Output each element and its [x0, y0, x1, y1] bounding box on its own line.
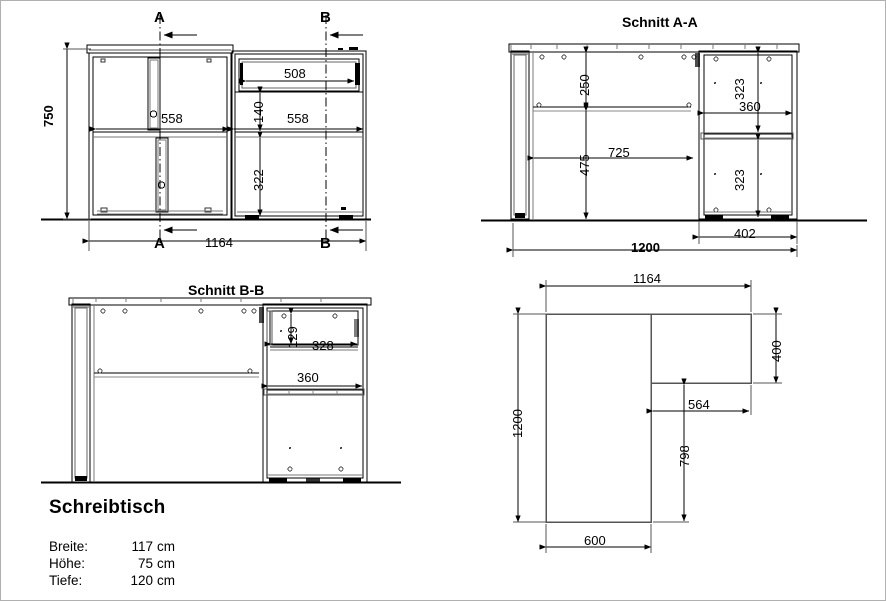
dimension-front-140: 140: [251, 101, 266, 123]
dimension-aa-360: 360: [739, 99, 761, 114]
dimension-front-322: 322: [251, 169, 266, 191]
dimension-plan-798: 798: [677, 445, 692, 467]
section-bb-geometry: [41, 297, 401, 484]
spec-label-breite: Breite:: [49, 539, 89, 554]
spec-value-tiefe: 120: [130, 573, 153, 588]
dimension-bb-129: 129: [285, 326, 300, 348]
front-dimension-lines: [63, 42, 367, 251]
dimension-aa-250: 250: [577, 74, 592, 96]
section-mark-a-bottom: A: [154, 235, 165, 252]
spec-unit-breite: cm: [157, 539, 175, 554]
front-elevation-geometry: [41, 44, 371, 221]
section-bb-dimension-lines: [261, 307, 363, 389]
section-aa-title: Schnitt A-A: [622, 14, 698, 30]
spec-unit-hoehe: cm: [157, 556, 175, 571]
dimension-plan-600: 600: [584, 533, 606, 548]
dimension-aa-725: 725: [608, 145, 630, 160]
dimension-front-508: 508: [284, 66, 306, 81]
section-aa-geometry: [481, 43, 867, 222]
dimension-bb-328: 328: [312, 338, 334, 353]
section-mark-a-top: A: [154, 9, 165, 26]
section-mark-b-bottom: B: [320, 235, 331, 252]
dimension-aa-475: 475: [577, 154, 592, 176]
section-bb-title: Schnitt B-B: [188, 282, 265, 298]
dimension-plan-1164: 1164: [633, 271, 661, 286]
dimension-front-750: 750: [41, 105, 56, 127]
front-section-arrows: [163, 31, 363, 234]
plan-view-geometry: [545, 313, 752, 523]
dimension-aa-402: 402: [734, 226, 756, 241]
dimension-front-1164: 1164: [205, 235, 233, 250]
dimension-plan-564: 564: [688, 397, 710, 412]
spec-label-tiefe: Tiefe:: [49, 573, 83, 588]
section-aa-dimension-lines: [506, 46, 798, 257]
product-title: Schreibtisch: [49, 497, 166, 518]
spec-value-hoehe: 75: [137, 556, 153, 571]
dimension-aa-323-upper: 323: [732, 78, 747, 100]
dimension-aa-323-lower: 323: [732, 169, 747, 191]
dimension-bb-360: 360: [297, 370, 319, 385]
spec-unit-tiefe: cm: [157, 573, 175, 588]
dimension-front-558-left: 558: [161, 111, 183, 126]
spec-label-hoehe: Höhe:: [49, 556, 86, 571]
dimension-aa-1200: 1200: [631, 240, 660, 255]
spec-value-breite: 117: [131, 539, 153, 554]
dimension-plan-1200: 1200: [510, 409, 525, 438]
section-mark-b-top: B: [320, 9, 331, 26]
dimension-plan-400: 400: [769, 340, 784, 362]
dimension-front-558-right: 558: [287, 111, 309, 126]
plan-dimension-lines: [513, 280, 782, 553]
